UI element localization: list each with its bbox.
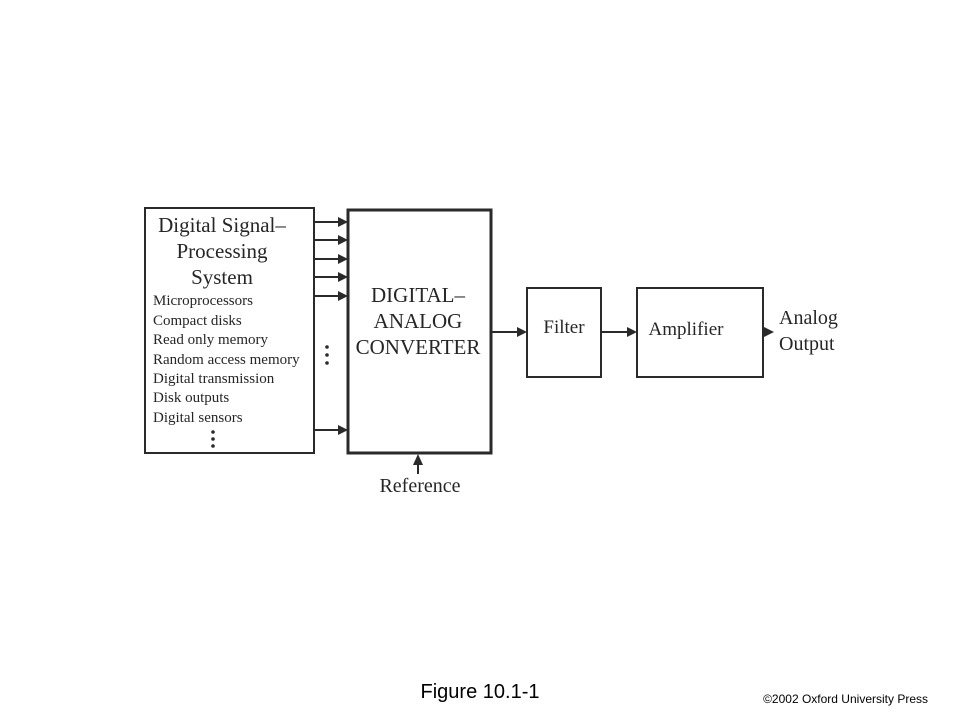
- dsp-item-microprocessors: Microprocessors: [153, 293, 253, 309]
- dsp-item-digital-transmission: Digital transmission: [153, 371, 275, 387]
- dsp-title-line-1: Digital Signal–: [158, 213, 286, 237]
- reference-label: Reference: [379, 475, 460, 497]
- bit-arrow-1: [314, 217, 348, 227]
- dac-label-line-2: ANALOG: [374, 309, 463, 333]
- bit-arrows: [314, 217, 348, 435]
- amplifier-to-output-arrow: [763, 327, 774, 337]
- copyright-notice: ©2002 Oxford University Press: [763, 692, 928, 706]
- dac-label-line-3: CONVERTER: [356, 335, 481, 359]
- dsp-item-compact-disks: Compact disks: [153, 313, 242, 329]
- reference-arrow: [413, 454, 423, 474]
- output-label-line-1: Analog: [779, 307, 838, 329]
- dsp-item-disk-outputs: Disk outputs: [153, 390, 229, 406]
- dac-to-filter-arrow: [491, 327, 527, 337]
- dac-block: DIGITAL– ANALOG CONVERTER: [346, 208, 493, 455]
- dsp-system-box: [144, 207, 315, 454]
- bit-arrow-4: [314, 272, 348, 282]
- dsp-system-block: Digital Signal– Processing System Microp…: [144, 207, 315, 454]
- dsp-item-random-access-memory: Random access memory: [153, 352, 300, 368]
- filter-block: Filter: [526, 287, 602, 378]
- filter-to-amplifier-arrow: [601, 327, 637, 337]
- dac-label-line-1: DIGITAL–: [371, 283, 465, 307]
- bit-arrow-2: [314, 235, 348, 245]
- bit-arrow-3: [314, 254, 348, 264]
- dsp-item-read-only-memory: Read only memory: [153, 332, 268, 348]
- dsp-ellipsis: [211, 430, 215, 448]
- bit-arrows-ellipsis: [325, 345, 329, 365]
- dsp-title-line-3: System: [191, 265, 253, 289]
- dsp-item-digital-sensors: Digital sensors: [153, 410, 243, 426]
- bit-arrow-5: [314, 291, 348, 301]
- amplifier-block: Amplifier: [636, 287, 764, 378]
- amplifier-label: Amplifier: [649, 319, 725, 340]
- bit-arrow-last: [314, 425, 348, 435]
- dsp-title-line-2: Processing: [177, 239, 268, 263]
- figure-caption: Figure 10.1-1: [421, 681, 540, 703]
- output-label-line-2: Output: [779, 333, 835, 355]
- filter-label: Filter: [543, 317, 585, 338]
